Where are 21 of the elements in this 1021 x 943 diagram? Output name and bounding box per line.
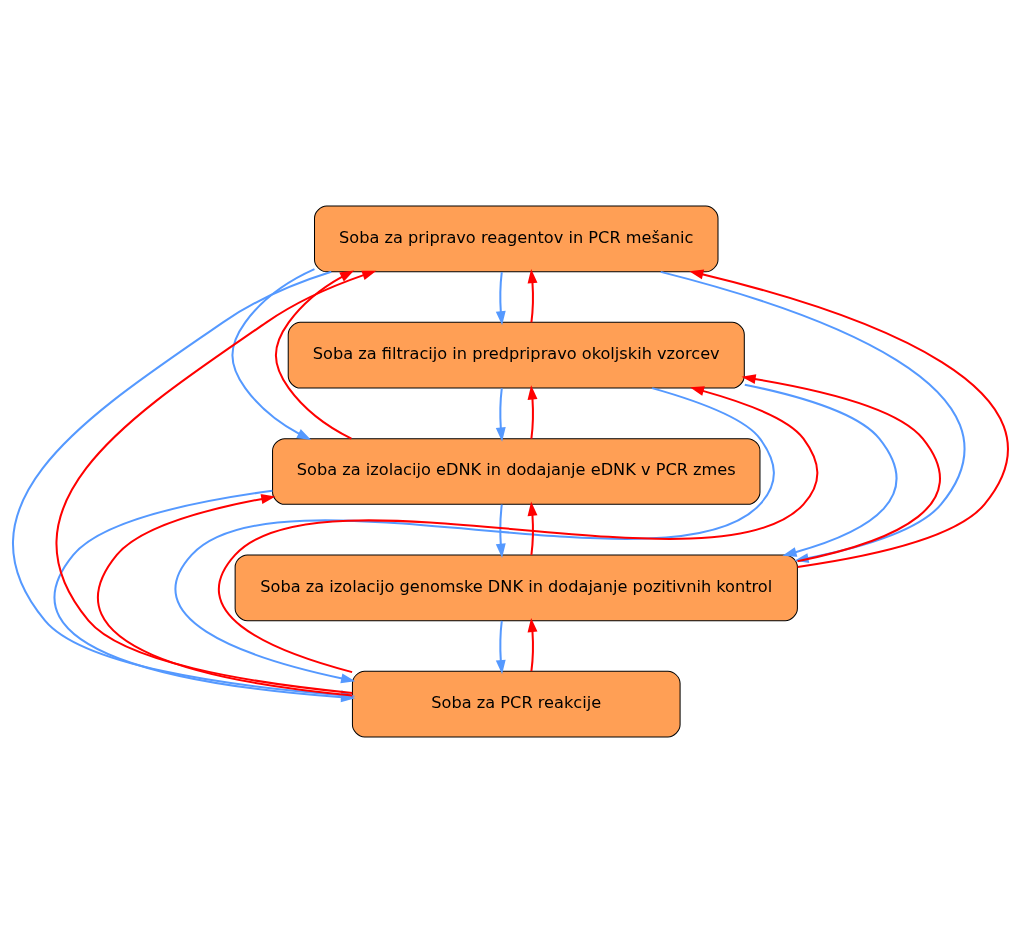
arrow <box>97 494 353 697</box>
arrow <box>495 620 506 675</box>
arrow <box>174 387 775 684</box>
arrow <box>527 269 538 323</box>
arrow <box>689 269 1009 568</box>
arrow <box>495 504 506 558</box>
node-box: Soba za izolacijo eDNK in dodajanje eDNK v PCR zmes <box>272 438 761 505</box>
arrow <box>218 386 819 674</box>
arrow <box>231 268 315 440</box>
arrow <box>527 501 538 555</box>
arrow <box>527 385 538 439</box>
node-box: Soba za pripravo reagentov in PCR mešanic <box>314 205 719 273</box>
arrow <box>527 617 538 672</box>
arrow <box>744 383 898 557</box>
node-box: Soba za izolacijo genomske DNK in dodajanje pozitivnih kontrol <box>234 554 798 622</box>
node-box: Soba za PCR reakcije <box>351 670 681 738</box>
arrow <box>56 270 377 694</box>
arrow <box>274 270 355 440</box>
arrow <box>495 271 506 326</box>
node-box: Soba za filtracijo in predpripravo okoljskih vzorcev <box>287 321 745 389</box>
arrow <box>495 388 506 442</box>
